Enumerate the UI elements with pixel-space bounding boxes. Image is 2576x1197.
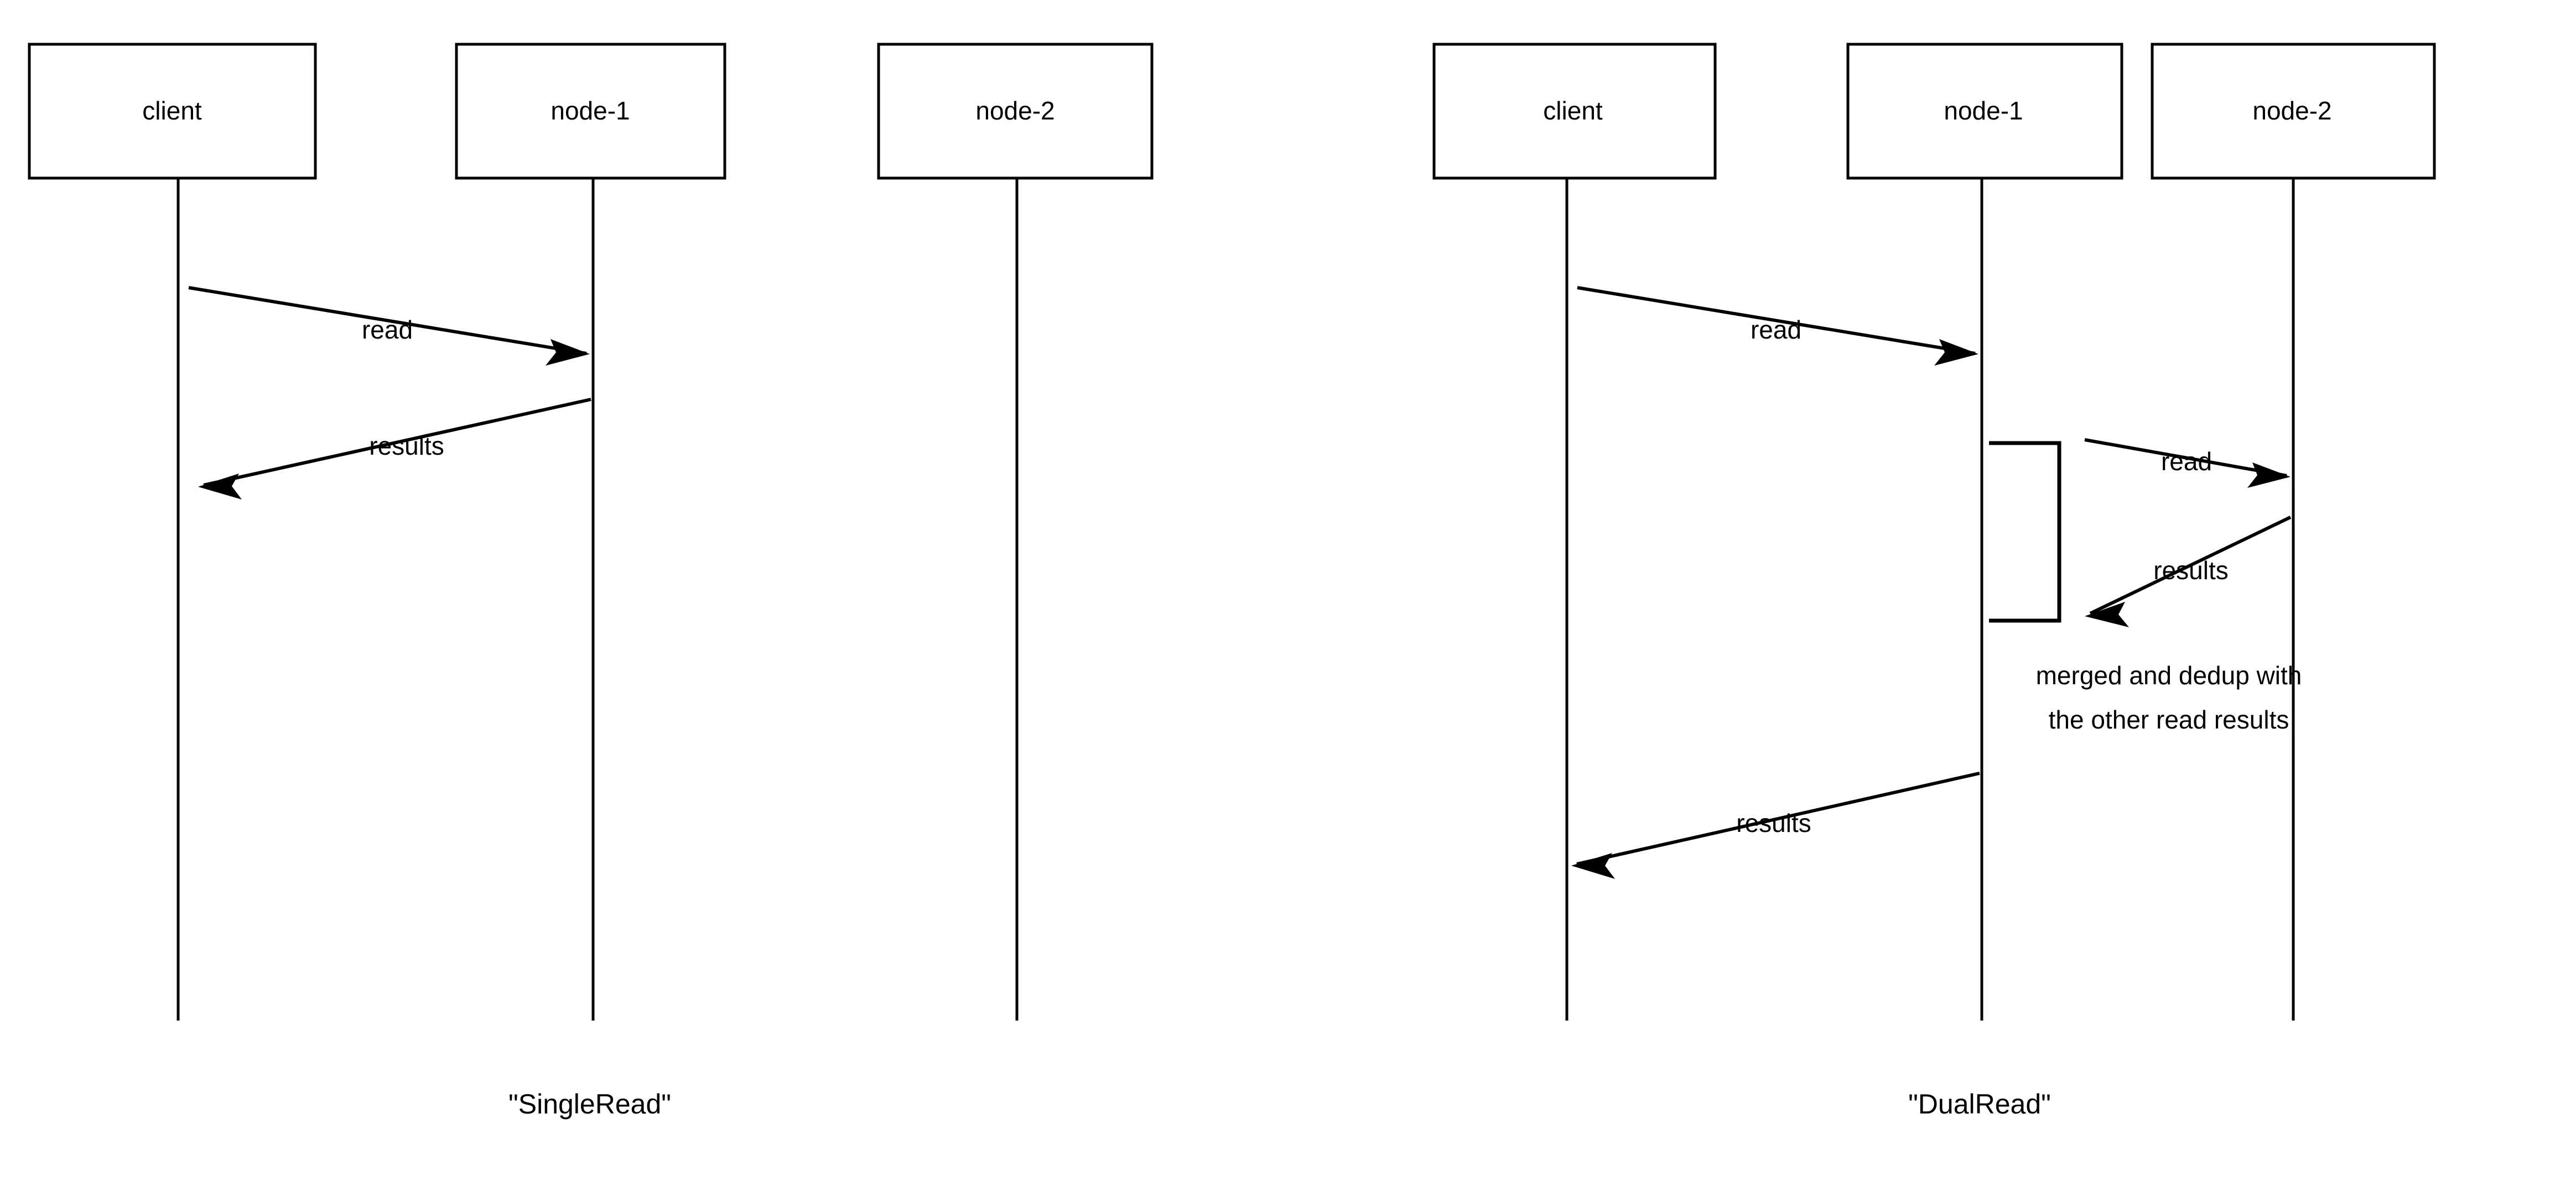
message-results-node1-to-client-single[interactable]: results — [198, 398, 591, 499]
message-results-node2-to-node1-dual[interactable]: results — [2085, 516, 2292, 627]
message-label: read — [1751, 315, 1801, 344]
participant-box[interactable] — [455, 43, 726, 180]
participant-node-1-single[interactable]: node-1 — [455, 43, 726, 180]
participant-box[interactable] — [2151, 43, 2436, 180]
message-line — [203, 398, 591, 487]
arrow-head-icon — [2085, 602, 2129, 627]
participant-label: client — [142, 96, 202, 125]
diagram-caption-single-read: "SingleRead" — [508, 1089, 671, 1120]
activation-bracket-node-1 — [1989, 441, 2061, 623]
message-read-node1-to-node2-dual[interactable]: read — [2084, 438, 2291, 488]
participant-label: node-2 — [975, 96, 1055, 125]
message-label: results — [2153, 556, 2228, 585]
arrow-head-icon — [1571, 853, 1615, 879]
arrow-head-icon — [2247, 462, 2291, 488]
arrow-head-icon — [546, 339, 590, 366]
message-line — [2084, 438, 2287, 477]
participant-box[interactable] — [1846, 43, 2123, 180]
message-label: read — [362, 315, 413, 344]
participant-box[interactable] — [877, 43, 1154, 180]
participant-node-1-dual[interactable]: node-1 — [1846, 43, 2123, 180]
message-line — [1577, 286, 1976, 355]
message-line — [2089, 516, 2292, 615]
message-read-client-to-node1-dual[interactable]: read — [1577, 286, 1978, 366]
note-line-1: merged and dedup with — [2036, 661, 2302, 690]
message-label: read — [2161, 447, 2212, 476]
participant-node-2-single[interactable]: node-2 — [877, 43, 1154, 180]
participant-label: node-2 — [2252, 96, 2331, 125]
participant-box[interactable] — [28, 43, 317, 180]
participant-node-2-dual[interactable]: node-2 — [2151, 43, 2436, 180]
message-line — [188, 286, 587, 355]
diagram-dual-read: client node-1 node-2 read — [1432, 43, 2436, 1120]
participant-client-dual[interactable]: client — [1432, 43, 1717, 180]
message-results-node1-to-client-dual[interactable]: results — [1571, 772, 1980, 879]
message-read-client-to-node1-single[interactable]: read — [188, 286, 590, 366]
participant-label: client — [1543, 96, 1603, 125]
note-merged-dedup: merged and dedup with the other read res… — [2036, 661, 2302, 734]
participant-label: node-1 — [550, 96, 630, 125]
note-line-2: the other read results — [2049, 705, 2289, 734]
arrow-head-icon — [198, 473, 242, 499]
arrow-head-icon — [1934, 339, 1978, 366]
participant-box[interactable] — [1432, 43, 1717, 180]
message-label: results — [369, 431, 444, 460]
participant-label: node-1 — [1944, 96, 2023, 125]
diagram-single-read: client node-1 node-2 read — [28, 43, 1154, 1120]
message-label: results — [1736, 809, 1811, 837]
message-line — [1576, 772, 1980, 866]
diagram-caption-dual-read: "DualRead" — [1908, 1089, 2051, 1120]
participant-client-single[interactable]: client — [28, 43, 317, 180]
